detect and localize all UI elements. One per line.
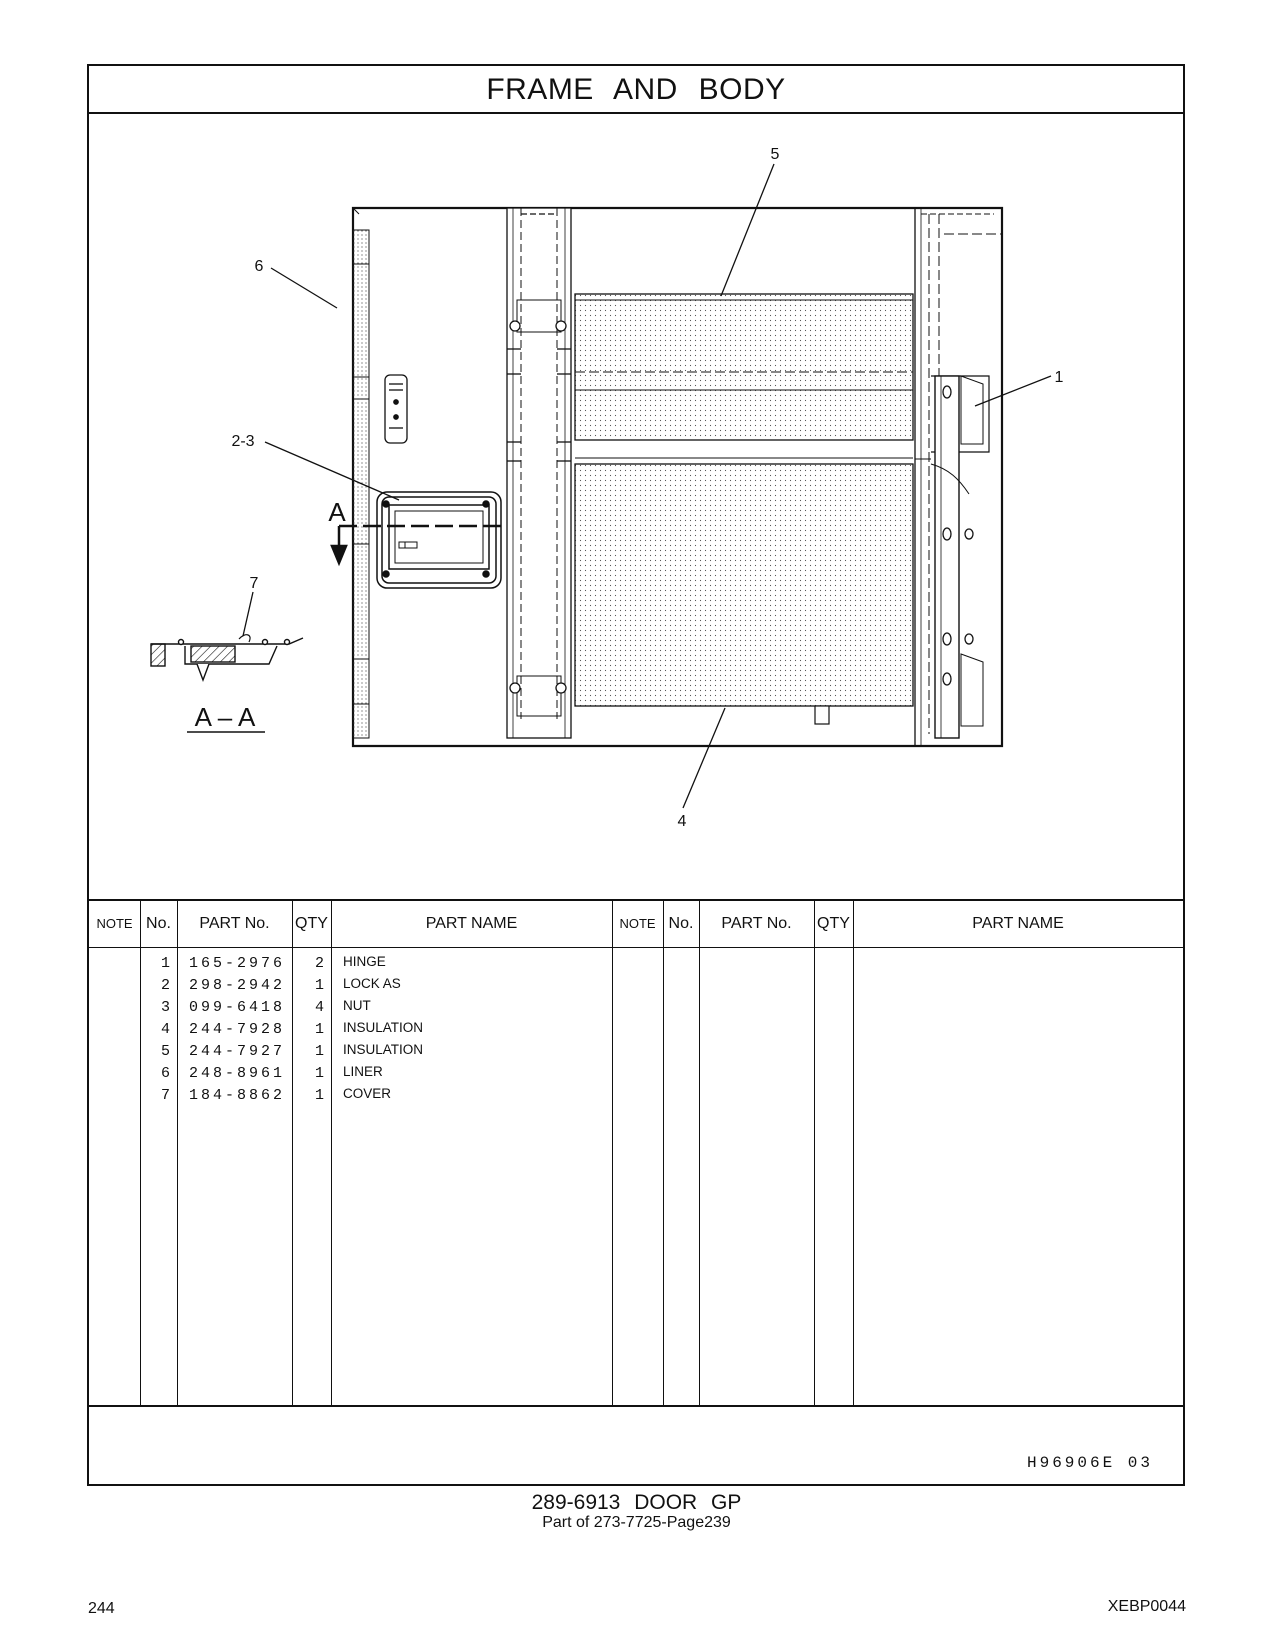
header-no-right: No. [668,915,694,932]
row-part-no: 248-8961 [189,1065,286,1082]
document-subtitle: Part of 273-7725-Page239 [542,1514,731,1531]
door-diagram: A A [150,146,1064,830]
row-no: 2 [160,977,170,994]
section-aa-detail [150,634,304,682]
row-qty: 2 [314,955,324,972]
section-aa-label: A – A [195,702,256,732]
header-partno-left: PART No. [199,915,270,932]
row-no: 6 [160,1065,170,1082]
header-qty-right: QTY [817,915,850,932]
exploded-drawing: A A [89,114,1183,899]
header-no-left: No. [146,915,171,932]
hinge-side [914,208,1002,746]
liner-strip [353,263,369,705]
row-no: 4 [160,1021,170,1038]
section-label-left: A [328,497,346,527]
header-partname-left: PART NAME [425,915,518,932]
row-no: 7 [160,1087,170,1104]
center-channel [506,207,572,739]
callout-2-3: 2-3 [231,433,254,450]
insulation-lower [574,457,914,707]
row-part-no: 244-7928 [189,1021,286,1038]
row-qty: 1 [314,977,324,994]
header-partname-right: PART NAME [972,915,1064,932]
callout-7: 7 [250,575,259,592]
row-qty: 1 [314,1043,324,1060]
parts-table: NOTE No. PART No. QTY PART NAME NOTE No.… [89,899,1183,1407]
row-part-name: HINGE [343,954,386,969]
callout-5: 5 [771,146,780,163]
leader-lines [242,163,1052,809]
row-part-no: 298-2942 [189,977,286,994]
page-number: 244 [88,1600,115,1617]
row-part-no: 165-2976 [189,955,286,972]
header-note-right: NOTE [619,916,656,931]
row-part-name: NUT [343,998,371,1013]
row-no: 3 [160,999,170,1016]
row-qty: 1 [314,1021,324,1038]
document-code: XEBP0044 [1107,1598,1186,1615]
row-qty: 1 [314,1087,324,1104]
row-qty: 4 [314,999,324,1016]
bottom-tab [814,705,830,725]
header-qty-left: QTY [295,915,328,932]
callout-4: 4 [678,813,687,830]
parts-page-frame: FRAME AND BODY [87,64,1185,1486]
row-part-name: INSULATION [343,1042,424,1057]
document-title: 289-6913 DOOR GP [531,1491,742,1514]
header-partno-right: PART No. [721,915,792,932]
lock-assembly [376,491,502,589]
row-qty: 1 [314,1065,324,1082]
callout-6: 6 [255,258,264,275]
section-title: FRAME AND BODY [89,66,1183,114]
row-part-no: 099-6418 [189,999,286,1016]
row-part-name: LINER [343,1064,383,1079]
bracket [384,374,408,444]
row-part-no: 244-7927 [189,1043,286,1060]
row-no: 1 [160,955,170,972]
row-part-name: INSULATION [343,1020,424,1035]
callout-1: 1 [1055,369,1064,386]
illustration-code: H96906E 03 [1026,1454,1153,1472]
row-part-name: LOCK AS [343,976,401,991]
row-part-name: COVER [343,1086,392,1101]
row-part-no: 184-8862 [189,1087,286,1104]
header-note-left: NOTE [96,916,133,931]
insulation-upper [574,293,914,441]
row-no: 5 [160,1043,170,1060]
